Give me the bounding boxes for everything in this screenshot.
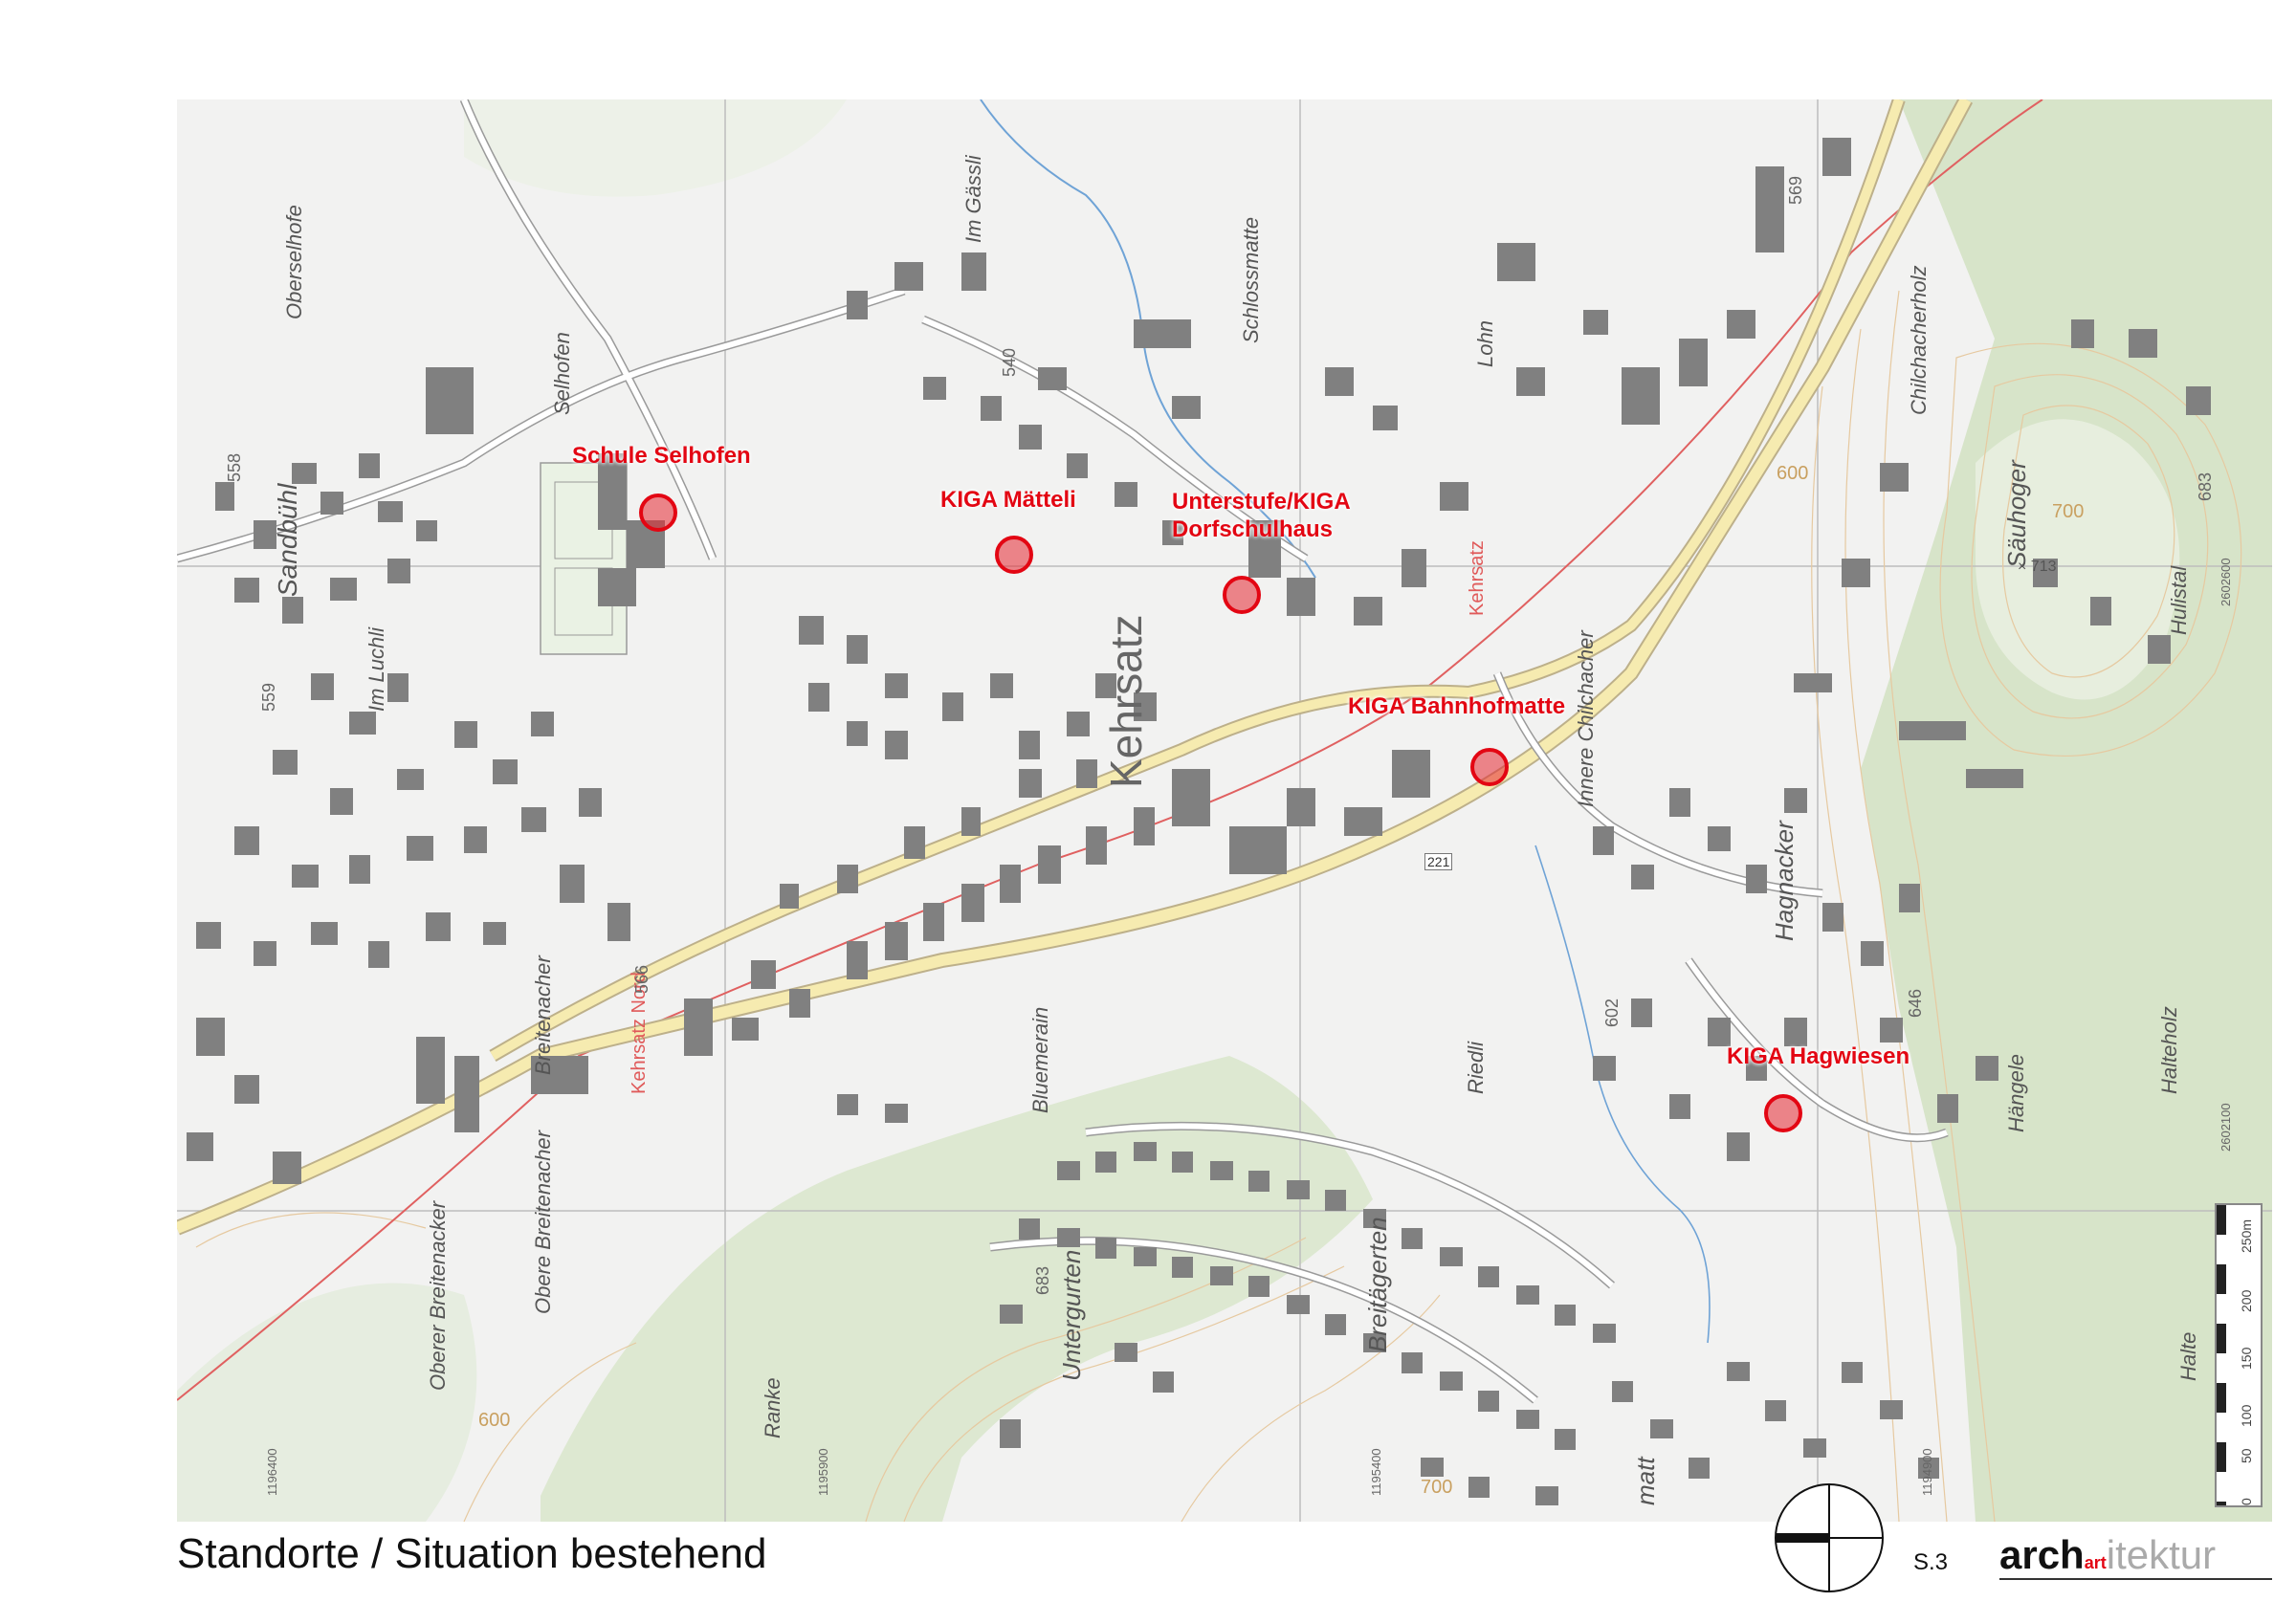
contour-lines (195, 290, 2242, 1522)
site-marker-dorfschulhaus[interactable] (1223, 576, 1261, 614)
station-label-kehrsatz: Kehrsatz (1467, 540, 1488, 616)
logo-part-itektur: itektur (2106, 1532, 2217, 1577)
page-number: S.3 (1913, 1549, 1949, 1575)
logo: archartitektur (1999, 1532, 2216, 1578)
place-label-halte: Halte (2176, 1331, 2200, 1381)
place-label-innere-chilchacher: Innere Chilchacher (1574, 630, 1598, 807)
contour-label-600-east: 600 (1777, 463, 1809, 484)
place-label-bluemerain: Bluemerain (1028, 1006, 1052, 1113)
site-label-kiga-hagwiesen[interactable]: KIGA Hagwiesen (1727, 1043, 1910, 1069)
altitude-558: 558 (225, 452, 244, 482)
place-label-obere-breitenacher: Obere Breitenacher (531, 1130, 555, 1314)
coord-2602100: 2602100 (2219, 1103, 2233, 1152)
place-label-hagnacker: Hagnacker (1770, 821, 1799, 941)
place-label-breitaegerten: Breitägerten (1363, 1217, 1392, 1352)
scale-tick-100: 100 (2239, 1404, 2254, 1427)
altitude-646: 646 (1906, 988, 1925, 1018)
scale-bar (2215, 1203, 2263, 1507)
logo-part-arch: arch (1999, 1532, 2085, 1577)
scale-tick-200: 200 (2239, 1289, 2254, 1312)
topographic-map[interactable] (177, 99, 2272, 1522)
contour-label-600-west: 600 (478, 1410, 511, 1431)
scale-unit: 250m (2239, 1218, 2254, 1253)
place-label-im-gassli: Im Gässli (961, 155, 985, 243)
place-label-im-luchli: Im Luchli (364, 626, 388, 712)
coord-1195900: 1195900 (816, 1448, 830, 1496)
place-label-haengele: Hängele (2004, 1054, 2028, 1132)
page-title: Standorte / Situation bestehend (177, 1530, 767, 1577)
coord-2602600: 2602600 (2219, 558, 2233, 606)
place-label-schlossmatte: Schlossmatte (1239, 216, 1263, 343)
site-label-kiga-bahnhofmatte[interactable]: KIGA Bahnhofmatte (1348, 693, 1566, 719)
altitude-683-east: 683 (2196, 472, 2215, 501)
site-marker-kiga-maetteli[interactable] (995, 536, 1033, 574)
altitude-569: 569 (1786, 175, 1805, 205)
place-label-lohn: Lohn (1473, 320, 1497, 367)
contour-label-700-hill: 700 (2052, 501, 2085, 522)
place-label-kehrsatz: Kehrsatz (1101, 614, 1151, 788)
site-marker-kiga-bahnhofmatte[interactable] (1470, 748, 1509, 786)
site-label-dorfschulhaus[interactable]: Unterstufe/KIGA Dorfschulhaus (1172, 489, 1351, 542)
forest-north (464, 99, 847, 197)
place-label-selhofen: Selhofen (550, 332, 574, 415)
coord-1194900: 1194900 (1920, 1448, 1934, 1496)
altitude-566: 566 (632, 964, 651, 994)
altitude-683-south: 683 (1033, 1265, 1052, 1295)
scale-tick-50: 50 (2239, 1448, 2254, 1463)
place-label-oberselhofe: Oberselhofe (282, 205, 306, 319)
forest-hill (1976, 419, 2180, 700)
altitude-559: 559 (259, 682, 278, 712)
place-label-chilchacherholz: Chilchacherholz (1907, 265, 1931, 415)
forest-southwest (177, 1283, 477, 1522)
place-label-matt: matt (1631, 1457, 1660, 1505)
place-label-oberer-breitenacker: Oberer Breitenacker (426, 1200, 450, 1391)
site-label-kiga-maetteli[interactable]: KIGA Mätteli (940, 487, 1076, 513)
place-label-breitenacher: Breitenacher (531, 955, 555, 1075)
place-label-saeuhoger: Säuhoger (2002, 460, 2031, 568)
site-label-schule-selhofen[interactable]: Schule Selhofen (572, 443, 751, 469)
logo-part-art: art (2084, 1553, 2107, 1572)
site-marker-schule-selhofen[interactable] (639, 494, 677, 532)
place-label-halteholz: Halteholz (2157, 1006, 2181, 1094)
altitude-602: 602 (1602, 998, 1622, 1027)
forest-south (541, 1056, 1373, 1522)
scale-tick-0: 0 (2239, 1498, 2254, 1505)
coord-1195400: 1195400 (1369, 1448, 1383, 1496)
place-label-sandbuehl: Sandbühl (273, 483, 302, 597)
place-label-riedli: Riedli (1464, 1041, 1488, 1094)
logo-underline (1999, 1578, 2272, 1580)
buildings (187, 138, 2211, 1505)
north-arrow-icon (1775, 1483, 1884, 1592)
contour-label-700-south: 700 (1421, 1477, 1453, 1498)
map-frame[interactable]: Oberselhofe Selhofen Sandbühl Im Luchli … (177, 99, 2272, 1522)
place-label-hulistal: Hulistal (2167, 565, 2191, 635)
stream-south (1534, 845, 1711, 1344)
site-marker-kiga-hagwiesen[interactable] (1764, 1094, 1802, 1132)
place-label-ranke: Ranke (761, 1377, 784, 1438)
altitude-540: 540 (1000, 347, 1019, 377)
altitude-713: × 713 (2018, 559, 2057, 575)
coord-1196400: 1196400 (265, 1448, 279, 1496)
scale-bar-ruler (2217, 1205, 2226, 1505)
road-number-221: 221 (1424, 853, 1453, 870)
forest-east (1861, 99, 2272, 1522)
place-label-untergurten: Untergurten (1057, 1249, 1086, 1381)
scale-tick-150: 150 (2239, 1347, 2254, 1370)
